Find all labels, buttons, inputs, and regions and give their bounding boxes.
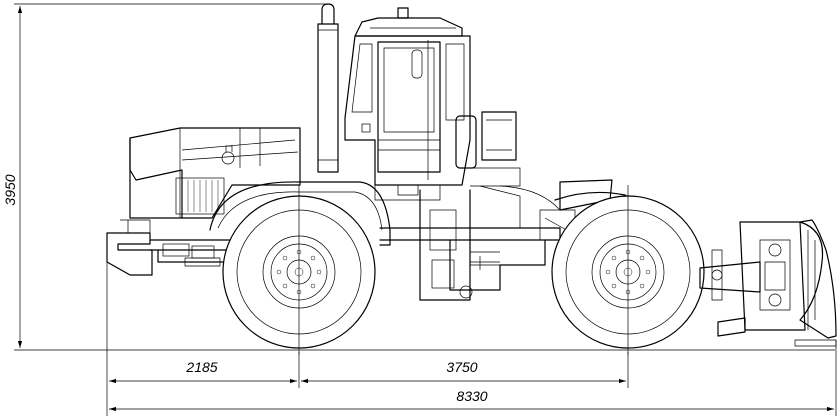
front-overhang-dimension-label: 2185 bbox=[185, 359, 217, 375]
cab bbox=[344, 7, 471, 201]
rear-wheel bbox=[551, 185, 705, 355]
dimension-lines bbox=[14, 3, 837, 416]
front-wheel bbox=[222, 185, 376, 355]
headlight-icon bbox=[221, 151, 235, 165]
beacon-icon bbox=[397, 7, 409, 19]
height-dimension-label: 3950 bbox=[2, 174, 18, 205]
overall-length-dimension-label: 8330 bbox=[456, 388, 487, 404]
radiator-grille bbox=[175, 177, 225, 215]
rear-equipment bbox=[455, 111, 561, 228]
engine-hood bbox=[129, 127, 301, 219]
exhaust-stack bbox=[317, 3, 339, 173]
fenders bbox=[209, 181, 641, 301]
wheelbase-dimension-label: 3750 bbox=[446, 359, 477, 375]
dozer-blade bbox=[699, 219, 837, 347]
